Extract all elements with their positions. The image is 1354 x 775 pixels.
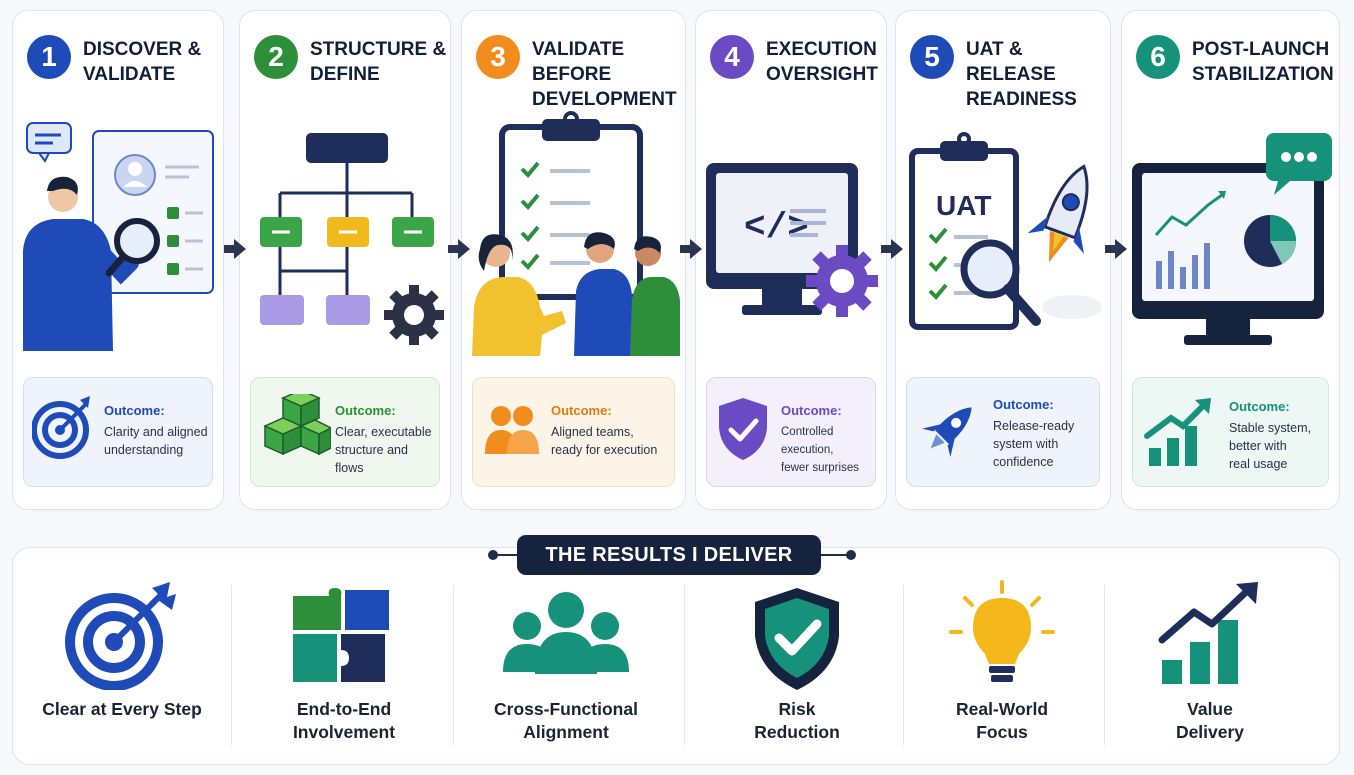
- outcome-label: Outcome:: [993, 397, 1054, 412]
- step-number: 6: [1136, 35, 1180, 79]
- banner-dot-left: [488, 550, 498, 560]
- step-number: 3: [476, 35, 520, 79]
- results-title: THE RESULTS I DELIVER: [517, 535, 821, 575]
- outcome-box: Outcome: Release-ready system with confi…: [906, 377, 1100, 487]
- discover-illustration-icon: [23, 122, 214, 351]
- result-risk-reduction: Risk Reduction: [707, 580, 887, 750]
- step-card-1: 1 DISCOVER & VALIDATE: [12, 10, 224, 510]
- banner-line-right: [820, 554, 848, 556]
- result-label: End-to-End Involvement: [292, 699, 396, 742]
- result-label: Risk Reduction: [754, 699, 840, 742]
- divider: [453, 585, 454, 745]
- step-number: 2: [254, 35, 298, 79]
- cubes-icon: [263, 394, 331, 456]
- step-title: VALIDATE BEFORE DEVELOPMENT: [532, 39, 677, 110]
- code-glyph: </>: [744, 207, 809, 248]
- outcome-description: Clear, executable structure and flows: [335, 425, 432, 475]
- step-card-3: 3 VALIDATE BEFORE DEVELOPMENT Outcome: A…: [461, 10, 686, 510]
- step-title: UAT & RELEASE READINESS: [966, 39, 1077, 110]
- outcome-label: Outcome:: [781, 403, 842, 418]
- chevron-right-icon: [881, 239, 903, 259]
- step-header: 4 EXECUTION OVERSIGHT: [710, 35, 878, 87]
- outcome-box: Outcome: Clarity and aligned understandi…: [23, 377, 213, 487]
- shield-check-icon: [719, 398, 767, 460]
- team-icon: [503, 592, 629, 674]
- rocket-icon: [922, 407, 972, 457]
- step-card-4: 4 EXECUTION OVERSIGHT </> Outcome:: [695, 10, 887, 510]
- step-header: 5 UAT & RELEASE READINESS: [910, 35, 1110, 112]
- result-cross-functional: Cross-Functional Alignment: [476, 580, 656, 750]
- uat-label: UAT: [936, 190, 991, 221]
- results-panel: [12, 547, 1340, 765]
- outcome-text: Outcome: Stable system, better with real…: [1229, 398, 1311, 473]
- result-label: Cross-Functional Alignment: [494, 699, 638, 742]
- step-number: 5: [910, 35, 954, 79]
- team-icon: [485, 406, 539, 454]
- structure-flowchart-icon: [260, 133, 444, 345]
- validate-team-illustration-icon: [472, 111, 680, 356]
- dashboard-monitor-illustration-icon: [1132, 133, 1332, 345]
- outcome-label: Outcome:: [104, 403, 165, 418]
- step-title: STRUCTURE & DEFINE: [310, 39, 447, 85]
- step-card-6: 6 POST-LAUNCH STABILIZATION Outcome: Sta…: [1121, 10, 1340, 510]
- chevron-right-icon: [224, 239, 246, 259]
- step-header: 3 VALIDATE BEFORE DEVELOPMENT: [476, 35, 685, 112]
- uat-rocket-illustration-icon: UAT: [909, 132, 1102, 330]
- outcome-text: Outcome: Clear, executable structure and…: [335, 402, 439, 477]
- outcome-description: Stable system, better with real usage: [1229, 421, 1311, 471]
- outcome-text: Outcome: Aligned teams, ready for execut…: [551, 402, 657, 459]
- outcome-text: Outcome: Release-ready system with confi…: [993, 396, 1074, 471]
- step-header: 6 POST-LAUNCH STABILIZATION: [1136, 35, 1334, 87]
- chevron-right-icon: [448, 239, 470, 259]
- outcome-description: Aligned teams, ready for execution: [551, 425, 658, 457]
- divider: [684, 585, 685, 745]
- puzzle-icon: [293, 588, 389, 682]
- result-end-to-end: End-to-End Involvement: [254, 580, 434, 750]
- outcome-box: Outcome: Controlled execution, fewer sur…: [706, 377, 876, 487]
- result-label: Real-World Focus: [955, 699, 1049, 742]
- banner-line-left: [494, 554, 518, 556]
- banner-dot-right: [846, 550, 856, 560]
- lightbulb-icon: [949, 580, 1055, 682]
- step-header: 1 DISCOVER & VALIDATE: [27, 35, 201, 87]
- growth-chart-icon: [1144, 398, 1211, 466]
- outcome-label: Outcome:: [1229, 399, 1290, 414]
- outcome-description: Release-ready system with confidence: [993, 419, 1075, 469]
- target-icon: [32, 396, 90, 459]
- outcome-box: Outcome: Aligned teams, ready for execut…: [472, 377, 675, 487]
- outcome-text: Outcome: Controlled execution, fewer sur…: [781, 402, 875, 477]
- result-label: Value Delivery: [1175, 699, 1245, 742]
- step-header: 2 STRUCTURE & DEFINE: [254, 35, 446, 87]
- result-real-world-focus: Real-World Focus: [912, 580, 1092, 750]
- outcome-box: Outcome: Stable system, better with real…: [1132, 377, 1329, 487]
- result-clear-at-every-step: Clear at Every Step: [32, 580, 212, 750]
- result-label: Clear at Every Step: [42, 699, 202, 719]
- outcome-text: Outcome: Clarity and aligned understandi…: [104, 402, 208, 459]
- step-number: 1: [27, 35, 71, 79]
- divider: [1104, 585, 1105, 745]
- step-title: EXECUTION OVERSIGHT: [766, 39, 878, 85]
- shield-check-icon: [755, 588, 839, 690]
- outcome-label: Outcome:: [335, 403, 396, 418]
- result-value-delivery: Value Delivery: [1120, 580, 1300, 750]
- step-number: 4: [710, 35, 754, 79]
- outcome-label: Outcome:: [551, 403, 612, 418]
- step-title: POST-LAUNCH STABILIZATION: [1192, 39, 1334, 85]
- outcome-description: Clarity and aligned understanding: [104, 425, 208, 457]
- step-title: DISCOVER & VALIDATE: [83, 39, 202, 85]
- target-icon: [65, 582, 176, 690]
- growth-chart-icon: [1158, 582, 1258, 684]
- chevron-right-icon: [1105, 239, 1127, 259]
- outcome-box: Outcome: Clear, executable structure and…: [250, 377, 440, 487]
- step-card-2: 2 STRUCTURE & DEFINE: [239, 10, 451, 510]
- divider: [903, 585, 904, 745]
- chevron-right-icon: [680, 239, 702, 259]
- divider: [231, 585, 232, 745]
- step-card-5: 5 UAT & RELEASE READINESS UAT: [895, 10, 1111, 510]
- outcome-description: Controlled execution, fewer surprises: [781, 426, 859, 474]
- code-monitor-illustration-icon: </>: [706, 163, 878, 317]
